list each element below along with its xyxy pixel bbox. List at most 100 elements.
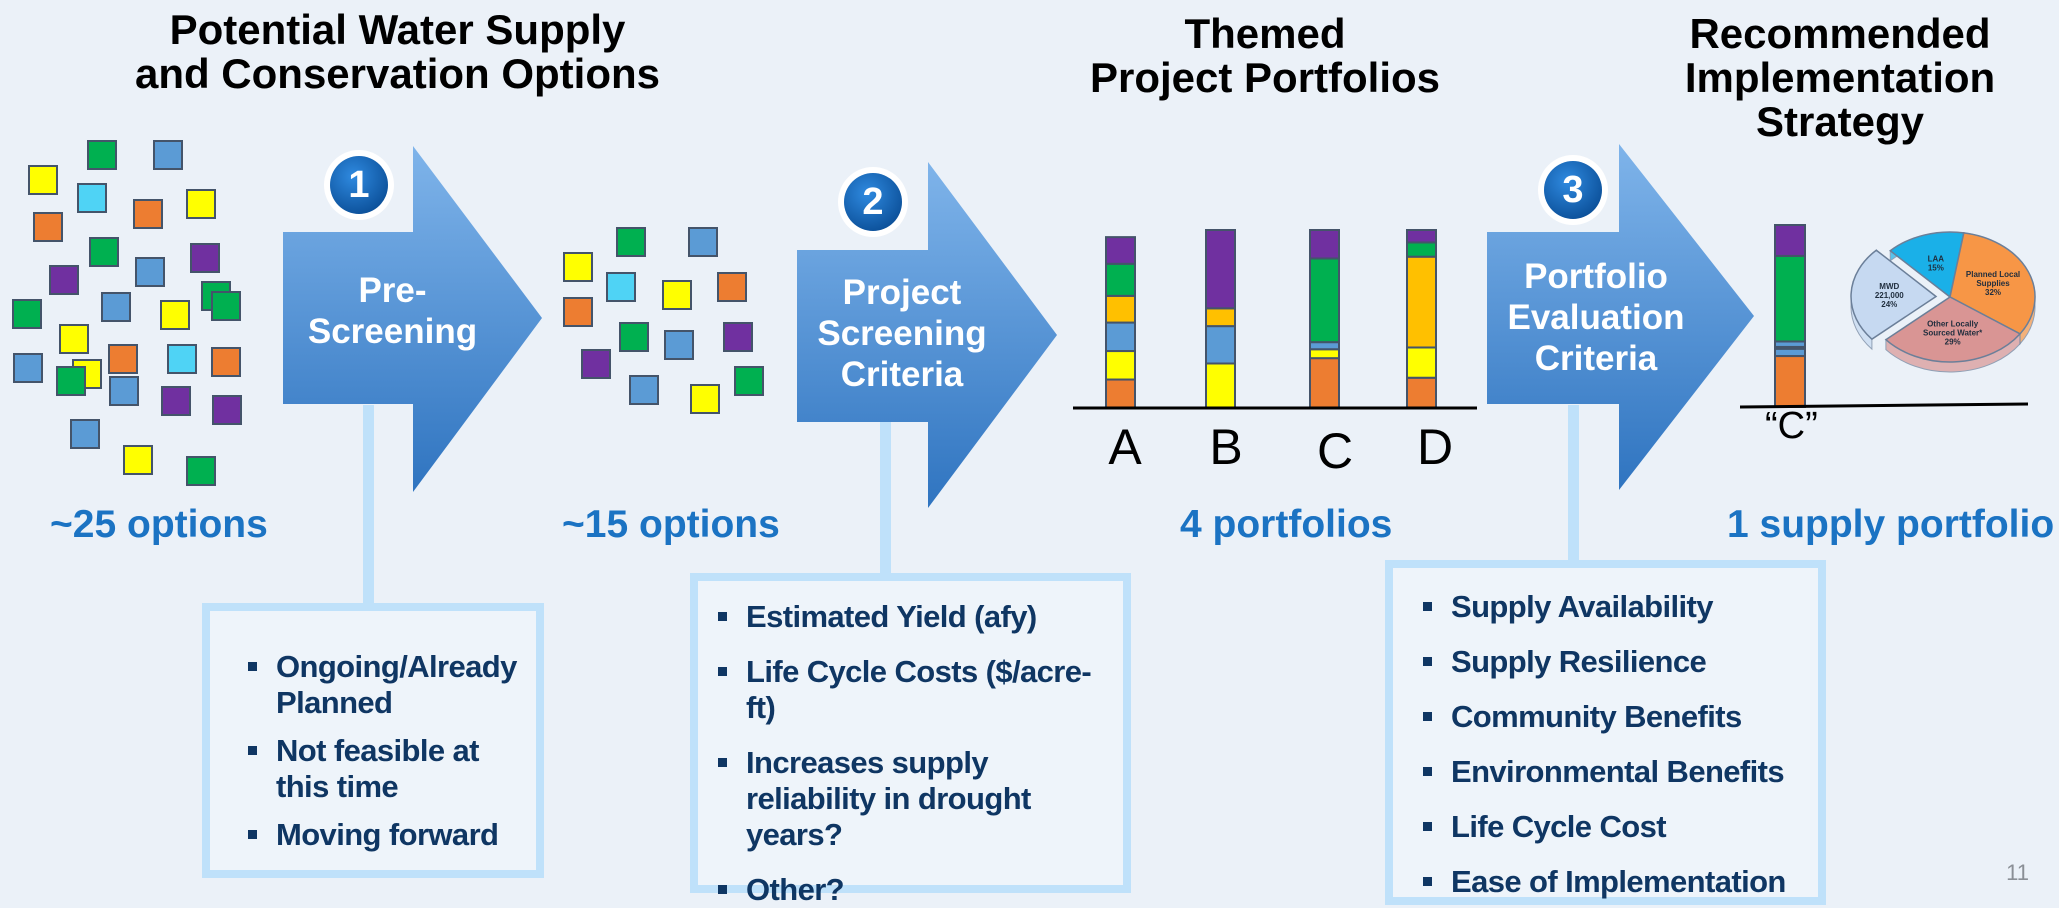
option-square: [723, 322, 753, 352]
recommended-baseline: [1739, 402, 2029, 409]
pie-slice: [1949, 232, 2036, 335]
option-square: [153, 140, 183, 170]
option-square: [619, 322, 649, 352]
option-square: [664, 330, 694, 360]
portfolio-evaluation-item: Community Benefits: [1415, 699, 1808, 735]
option-square: [717, 272, 747, 302]
connector-step-3: [1568, 405, 1579, 565]
recommended-bar-segment: [1774, 355, 1806, 408]
portfolio-label-a: A: [1108, 419, 1142, 475]
portfolio-c-bar-segment: [1309, 257, 1340, 344]
portfolio-evaluation-item: Supply Availability: [1415, 589, 1808, 625]
portfolios-heading: Themed Project Portfolios: [1060, 12, 1470, 100]
option-square: [33, 212, 63, 242]
portfolio-d-bar-segment: [1406, 241, 1437, 258]
option-square: [56, 366, 86, 396]
project-screening-item: Estimated Yield (afy): [710, 599, 1113, 635]
option-square: [109, 376, 139, 406]
arrow-step-1: [283, 146, 542, 492]
portfolio-d-bar-segment: [1406, 255, 1437, 349]
portfolio-c-bar-segment: [1309, 348, 1340, 360]
recommended-bar-segment: [1774, 254, 1806, 343]
step-3-label: Portfolio Evaluation Criteria: [1507, 257, 1685, 378]
step-2-label: Project Screening Criteria: [817, 273, 987, 394]
option-square: [160, 300, 190, 330]
portfolio-evaluation-item: Environmental Benefits: [1415, 754, 1808, 790]
option-square: [563, 252, 593, 282]
pie-slice-label: 15%: [1928, 263, 1944, 272]
option-square: [690, 384, 720, 414]
portfolio-a-bar-segment: [1105, 294, 1136, 324]
pie-slice-label: 32%: [1985, 288, 2001, 297]
strategy-heading: Recommended Implementation Strategy: [1660, 12, 2020, 144]
portfolio-b-bar-segment: [1205, 325, 1236, 365]
project-screening-item: Other?: [710, 872, 1113, 908]
option-square: [662, 280, 692, 310]
pie-slice-label: 24%: [1881, 300, 1897, 309]
pre-screening-item: Ongoing/Already Planned: [240, 649, 522, 721]
options-heading-line1: Potential Water Supply: [169, 6, 626, 53]
option-square: [688, 227, 718, 257]
option-square: [629, 375, 659, 405]
portfolio-d-bar-segment: [1406, 376, 1437, 410]
option-square: [211, 291, 241, 321]
pie-slice-label: Other Locally: [1927, 320, 1979, 329]
option-square: [563, 297, 593, 327]
page-number: 11: [2006, 860, 2029, 885]
portfolio-evaluation-item: Supply Resilience: [1415, 644, 1808, 680]
option-square: [581, 349, 611, 379]
pie-slice-label: Planned Local: [1966, 270, 2020, 279]
option-square: [12, 299, 42, 329]
options-heading: Potential Water Supply and Conservation …: [90, 8, 705, 96]
recommended-bar-segment: [1774, 224, 1806, 257]
count-initial: ~25 options: [50, 503, 268, 546]
pie-slice: [1889, 231, 1965, 299]
option-square: [87, 140, 117, 170]
arrow-step-3: [1487, 144, 1754, 490]
portfolio-a-bar-segment: [1105, 378, 1136, 410]
option-square: [59, 324, 89, 354]
pie-slice-label: Supplies: [1976, 279, 2010, 288]
portfolio-c-bar-segment: [1309, 229, 1340, 260]
portfolio-c-bar-segment: [1309, 341, 1340, 351]
option-square: [101, 292, 131, 322]
option-square: [212, 395, 242, 425]
option-square: [77, 183, 107, 213]
recommended-label: “C”: [1765, 405, 1818, 447]
portfolio-evaluation-item: Ease of Implementation: [1415, 864, 1808, 900]
step-1-number: 1: [348, 164, 370, 206]
connector-step-2: [880, 420, 891, 580]
option-square: [70, 419, 100, 449]
option-square: [49, 265, 79, 295]
options-heading-line2: and Conservation Options: [134, 50, 661, 97]
project-screening-criteria-box: Estimated Yield (afy) Life Cycle Costs (…: [690, 573, 1131, 907]
pre-screening-item: Moving forward: [240, 817, 522, 853]
pie-slice-label: 221,000: [1875, 291, 1904, 300]
pie-slice: [1884, 296, 2022, 363]
option-square: [133, 199, 163, 229]
portfolios-heading-line1: Themed: [1184, 10, 1346, 57]
portfolio-d-bar-segment: [1406, 346, 1437, 379]
portfolio-d-bar-segment: [1406, 229, 1437, 244]
option-square: [616, 227, 646, 257]
strategy-heading-line3: Strategy: [1755, 98, 1925, 145]
portfolio-bars-chart: [1073, 229, 1477, 410]
portfolio-b-bar-segment: [1205, 362, 1236, 409]
connector-step-1: [363, 405, 374, 610]
portfolios-heading-line2: Project Portfolios: [1089, 54, 1441, 101]
portfolio-a-bar-segment: [1105, 236, 1136, 265]
pie-slice-label: MWD: [1879, 282, 1899, 291]
step-1-label: Pre- Screening: [307, 271, 478, 351]
option-square: [190, 243, 220, 273]
pie-slice-label: LAA: [1928, 254, 1945, 263]
option-square: [89, 237, 119, 267]
portfolio-a-bar-segment: [1105, 262, 1136, 297]
option-square: [123, 445, 153, 475]
pie-slice-label: Sourced Water*: [1923, 329, 1983, 338]
portfolio-a-bar-segment: [1105, 350, 1136, 381]
portfolio-label-c: C: [1316, 423, 1354, 479]
pie-slice-label: 29%: [1945, 338, 1961, 347]
pre-screening-criteria-box: Ongoing/Already Planned Not feasible at …: [202, 603, 544, 878]
option-square: [13, 353, 43, 383]
